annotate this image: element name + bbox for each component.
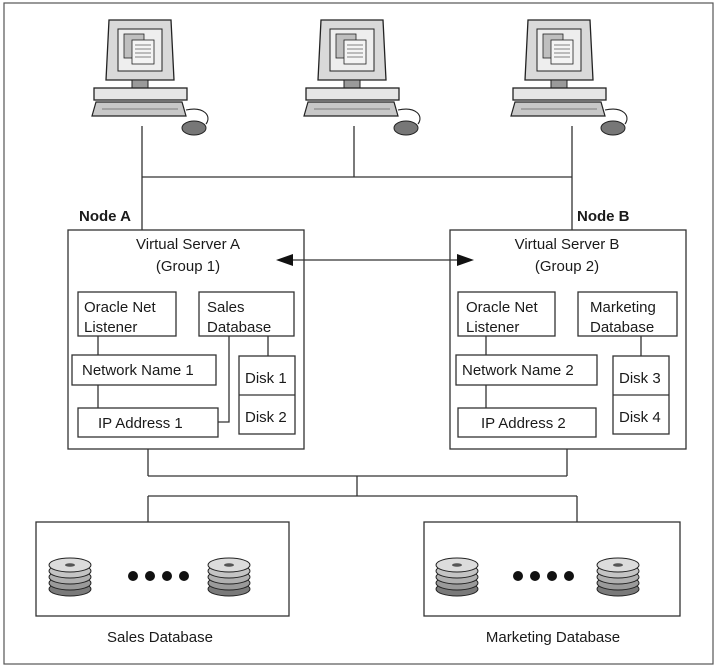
listener-box-b — [457, 291, 556, 337]
disk-2-label: Disk 2 — [245, 409, 287, 426]
ip-address-b: IP Address 2 — [481, 415, 566, 432]
listener-box-a — [77, 291, 177, 337]
disk-stack-icon — [435, 557, 479, 597]
database-box-a — [198, 291, 295, 337]
database-ip-link-a — [218, 336, 230, 423]
virtual-server-b-title: Virtual Server B — [515, 236, 620, 253]
virtual-server-a-title: Virtual Server A — [136, 236, 240, 253]
disk-3-label: Disk 3 — [619, 370, 661, 387]
network-name-a: Network Name 1 — [82, 362, 194, 379]
bidirectional-arrow-icon — [276, 254, 474, 266]
listener-b-line1: Oracle Net — [466, 299, 539, 316]
ip-address-a: IP Address 1 — [98, 415, 183, 432]
storage-left-label: Sales Database — [107, 629, 213, 646]
ip-address-box-a — [77, 407, 219, 438]
disk-4-label: Disk 4 — [619, 409, 661, 426]
disk-stack-icon — [596, 557, 640, 597]
node-a-label: Node A — [79, 208, 131, 225]
listener-a-line1: Oracle Net — [84, 299, 157, 316]
ip-address-box-b — [457, 407, 597, 438]
database-b-line1: Marketing — [590, 299, 656, 316]
storage-right-label: Marketing Database — [486, 629, 620, 646]
network-name-box-a — [71, 354, 217, 386]
database-a-line2: Database — [207, 319, 271, 336]
ellipsis-dots-icon — [128, 571, 189, 581]
database-a-line1: Sales — [207, 299, 245, 316]
network-name-box-b — [455, 354, 598, 386]
database-b-line2: Database — [590, 319, 654, 336]
disk-stack-icon — [207, 557, 251, 597]
node-b-label: Node B — [577, 208, 630, 225]
disk-1-label: Disk 1 — [245, 370, 287, 387]
database-box-b — [577, 291, 678, 337]
listener-b-line2: Listener — [466, 319, 519, 336]
network-name-b: Network Name 2 — [462, 362, 574, 379]
listener-a-line2: Listener — [84, 319, 137, 336]
virtual-server-a-group: (Group 1) — [156, 258, 220, 275]
ellipsis-dots-icon — [513, 571, 574, 581]
virtual-server-b-group: (Group 2) — [535, 258, 599, 275]
disk-stack-icon — [48, 557, 92, 597]
